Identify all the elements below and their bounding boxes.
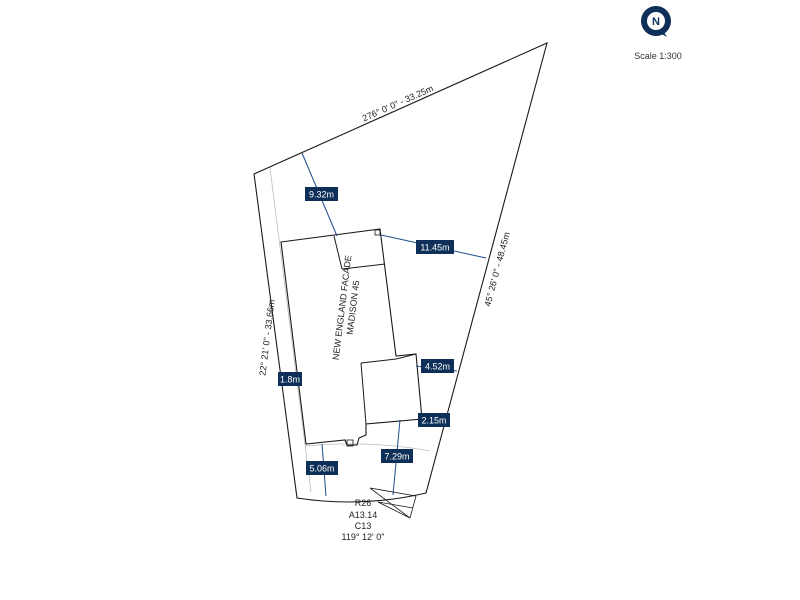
building-inner-line [360, 362, 367, 425]
setback-tag-southeast: 2.15m [418, 413, 450, 427]
setback-tag-east: 4.52m [421, 359, 454, 373]
building-inner-line [341, 263, 386, 270]
setback-tag-north: 9.32m [305, 187, 338, 201]
building-footprint [280, 228, 423, 446]
arc-marker [369, 487, 417, 519]
svg-text:9.32m: 9.32m [309, 190, 334, 200]
svg-text:1.8m: 1.8m [280, 375, 300, 385]
setback-tag-west: 1.8m [278, 372, 302, 386]
svg-text:2.15m: 2.15m [421, 416, 446, 426]
svg-text:4.52m: 4.52m [425, 362, 450, 372]
lot-boundary [253, 42, 548, 503]
scale-label: Scale 1:300 [634, 51, 682, 61]
svg-text:11.45m: 11.45m [420, 243, 449, 253]
building-inner-line [360, 353, 417, 364]
setback-tag-south-west: 5.06m [306, 461, 338, 475]
building-inner-line [333, 235, 343, 270]
boundary-label-north: 276° 0' 0" - 33.25m [361, 83, 435, 123]
boundary-label-west: 22° 21' 0" - 33.66m [257, 299, 276, 376]
north-letter: N [652, 16, 660, 28]
building-corner-mark [374, 229, 381, 236]
svg-text:7.29m: 7.29m [384, 452, 409, 462]
setback-tag-south-east: 7.29m [381, 449, 413, 463]
svg-text:5.06m: 5.06m [309, 464, 334, 474]
arc-chord: C13 [355, 521, 372, 531]
boundary-label-east: 45° 26' 0" - 48.45m [482, 231, 511, 308]
north-arrow-icon: N [640, 6, 671, 37]
setback-tag-northeast: 11.45m [416, 240, 454, 254]
west-easement-line [269, 167, 312, 493]
arc-length: A13.14 [349, 510, 378, 520]
arc-bearing: 119° 12' 0" [342, 532, 385, 542]
south-easement-line [304, 443, 431, 452]
building-step-mark [346, 439, 354, 447]
arc-radius: R26 [355, 498, 372, 508]
